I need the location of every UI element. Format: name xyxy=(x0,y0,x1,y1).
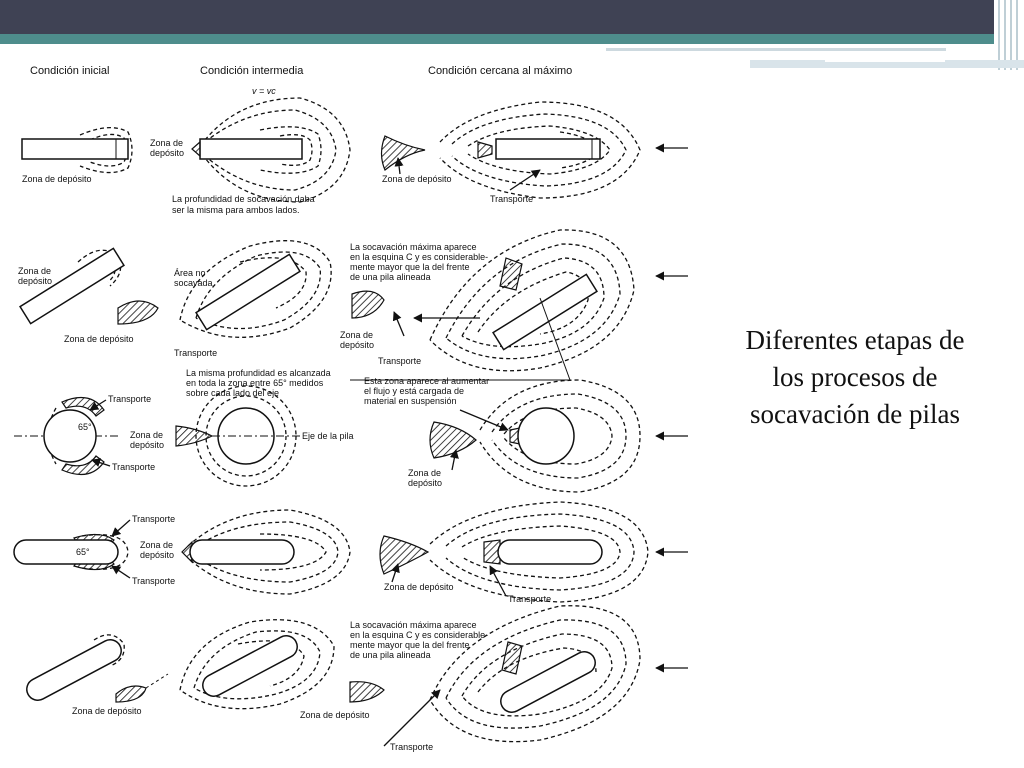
note1-line1: La profundidad de socavación daba xyxy=(172,194,315,204)
slide-caption: Diferentes etapas de los procesos de soc… xyxy=(690,322,1020,433)
row5-near-max: La socavación máxima aparece en la esqui… xyxy=(349,605,641,752)
label-transporte-r2: Transporte xyxy=(174,348,217,358)
accent-highlight xyxy=(825,60,945,62)
angle-label-r4: 65° xyxy=(76,547,90,557)
label-transporte-r5: Transporte xyxy=(390,742,433,752)
label-transporte-r2c3: Transporte xyxy=(378,356,421,366)
row2-initial: Zona de depósito Zona de depósito xyxy=(18,247,159,344)
label-deposito-r3c3: depósito xyxy=(408,478,442,488)
decorative-stripes xyxy=(994,0,1024,70)
scour-diagram: Condición inicial Condición intermedia C… xyxy=(13,65,688,752)
note2-line1: La socavación máxima aparece xyxy=(350,242,477,252)
label-eje-pila: Eje de la pila xyxy=(302,431,354,441)
note1-line2: ser la misma para ambos lados. xyxy=(172,205,300,215)
label-deposito-r3: depósito xyxy=(130,440,164,450)
label-zona-de-r2c3: Zona de xyxy=(340,330,373,340)
label-area-no: Área no xyxy=(174,268,206,278)
row3-initial: 65° Transporte Transporte xyxy=(14,394,155,476)
label-zona-deposito-r5: Zona de depósito xyxy=(72,706,142,716)
row1-intermediate: Zona de depósito La profundidad de socav… xyxy=(150,97,351,215)
note5-line3: mente mayor que la del frente xyxy=(350,640,470,650)
row4-near-max: Zona de depósito Transporte xyxy=(379,501,649,604)
header-initial: Condición inicial xyxy=(30,65,110,77)
row4-initial: 65° Transporte Transporte xyxy=(13,514,175,586)
header-intermediate: Condición intermedia xyxy=(200,65,304,77)
angle-label: 65° xyxy=(78,422,92,432)
label-zona-deposito-r4c3: Zona de depósito xyxy=(384,582,454,592)
label-transporte-r4a: Transporte xyxy=(132,514,175,524)
row2-intermediate: Área no socavada Transporte xyxy=(174,240,332,358)
label-transporte-r4c3: Transporte xyxy=(508,594,551,604)
accent-bar xyxy=(750,60,1024,68)
note2-line4: de una pila alineada xyxy=(350,272,431,282)
label-zona-de-r4: Zona de xyxy=(140,540,173,550)
label-zona-de-r3c3: Zona de xyxy=(408,468,441,478)
note3-line1: La misma profundidad es alcanzada xyxy=(186,368,331,378)
note3-line3: sobre cada lado del eje xyxy=(186,388,279,398)
note4-line2: el flujo y está cargada de xyxy=(364,386,464,396)
row5-initial: Zona de depósito xyxy=(26,634,169,716)
row4-intermediate: Zona de depósito xyxy=(140,509,351,595)
label-transporte-r3b: Transporte xyxy=(112,462,155,472)
label-transporte-r4b: Transporte xyxy=(132,576,175,586)
label-deposito-r1: depósito xyxy=(150,148,184,158)
accent-line xyxy=(606,48,946,51)
row3-near-max: Esta zona aparece al aumentar el flujo y… xyxy=(350,376,641,493)
label-zona-de-r3: Zona de xyxy=(130,430,163,440)
caption-line-2: los procesos de xyxy=(772,362,938,392)
caption-line-3: socavación de pilas xyxy=(750,399,960,429)
note5-line1: La socavación máxima aparece xyxy=(350,620,477,630)
caption-line-1: Diferentes etapas de xyxy=(745,325,965,355)
row3-intermediate: Zona de depósito Eje de la pila La misma… xyxy=(130,368,354,487)
note2-line2: en la esquina C y es considerable- xyxy=(350,252,488,262)
row1-initial: Zona de depósito xyxy=(21,127,133,184)
note5-line4: de una pila alineada xyxy=(350,650,431,660)
label-deposito-r4: depósito xyxy=(140,550,174,560)
row5-intermediate: Zona de depósito xyxy=(179,619,370,720)
note3-line2: en toda la zona entre 65° medidos xyxy=(186,378,324,388)
label-transporte-r3a: Transporte xyxy=(108,394,151,404)
header-near-max: Condición cercana al máximo xyxy=(428,65,572,77)
label-zona-deposito-r2: Zona de depósito xyxy=(64,334,134,344)
label-deposito-r2: depósito xyxy=(18,276,52,286)
note4-line3: material en suspensión xyxy=(364,396,457,406)
label-deposito-r2c3: depósito xyxy=(340,340,374,350)
label-zona-deposito-r5c2: Zona de depósito xyxy=(300,710,370,720)
label-zona-deposito-r1: Zona de depósito xyxy=(22,174,92,184)
label-transporte-r1: Transporte xyxy=(490,194,533,204)
label-socavada: socavada xyxy=(174,278,213,288)
header-teal-band xyxy=(0,34,994,44)
label-zona-de-r1: Zona de xyxy=(150,138,183,148)
title-bar xyxy=(0,0,1024,44)
row1-near-max: Zona de depósito Transporte xyxy=(380,101,641,204)
velocity-label: v = vc xyxy=(252,86,276,96)
note4-line1: Esta zona aparece al aumentar xyxy=(364,376,489,386)
label-zona-de-r2: Zona de xyxy=(18,266,51,276)
note2-line3: mente mayor que la del frente xyxy=(350,262,470,272)
row2-near-max: La socavación máxima aparece en la esqui… xyxy=(340,229,635,381)
note5-line2: en la esquina C y es considerable- xyxy=(350,630,488,640)
label-zona-deposito-r1c3: Zona de depósito xyxy=(382,174,452,184)
header-dark-band xyxy=(0,0,994,34)
